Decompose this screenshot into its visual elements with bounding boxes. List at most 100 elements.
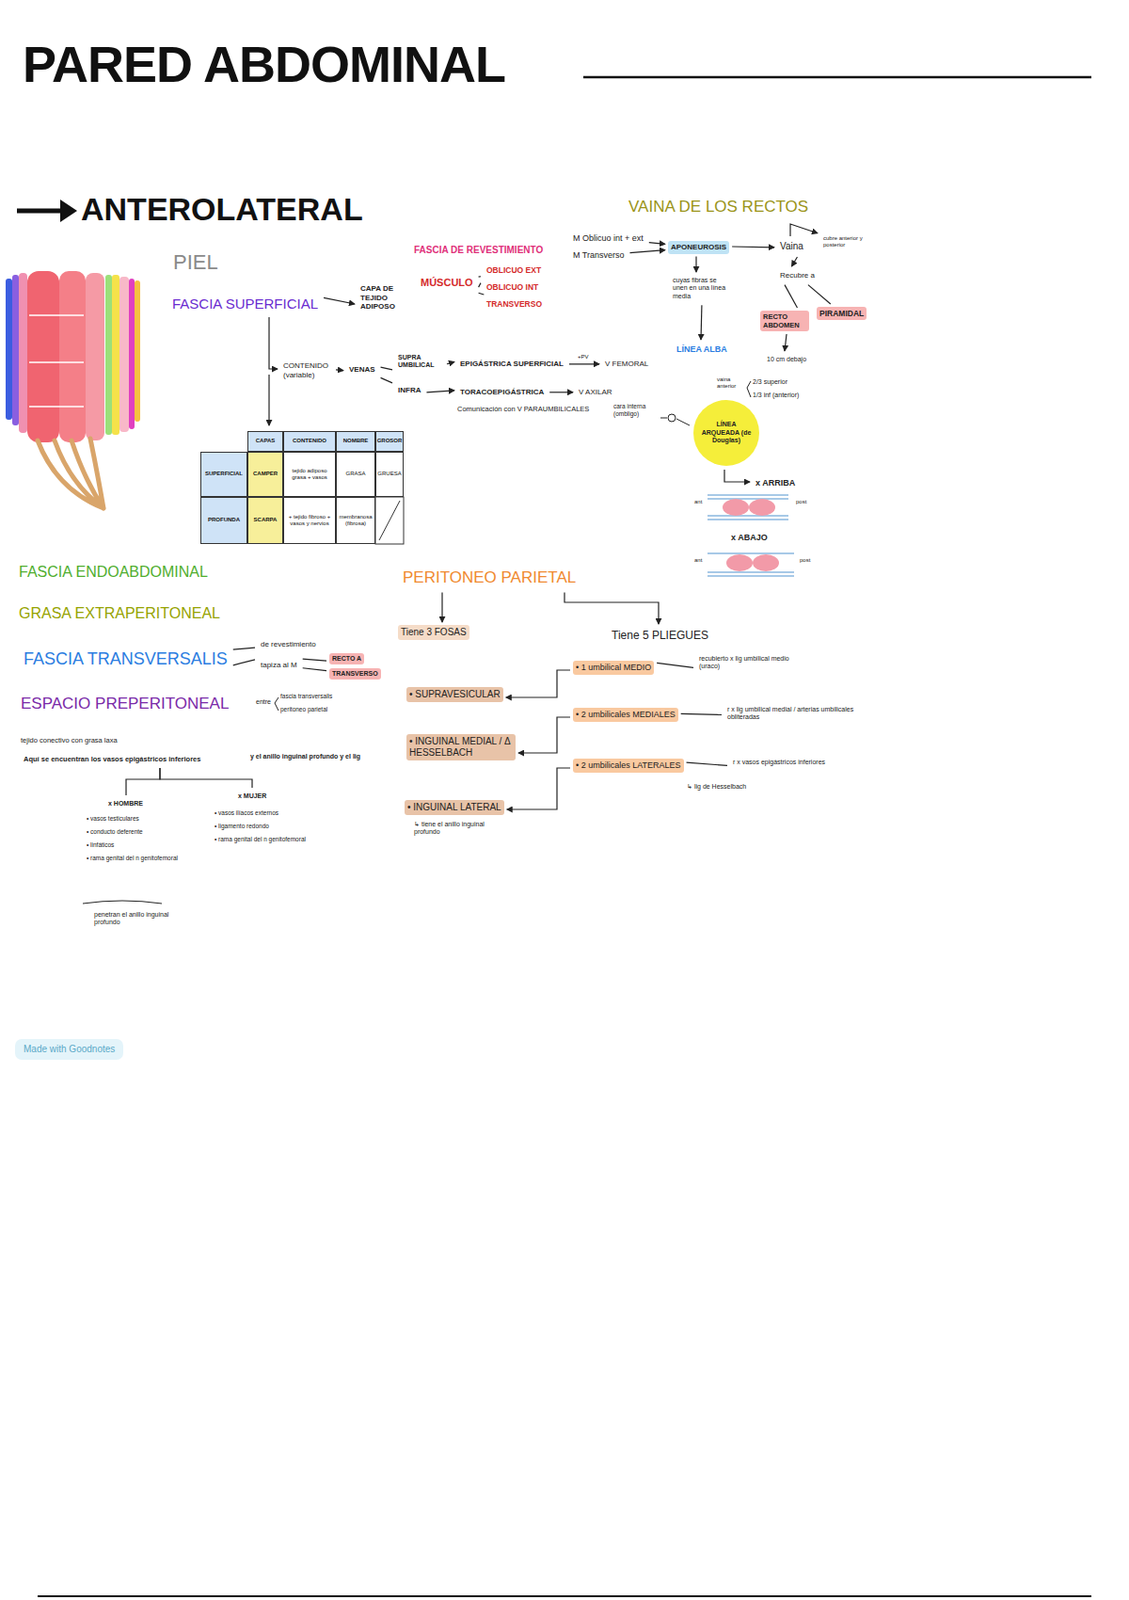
node-text: TORACOEPIGÁSTRICA <box>460 387 544 398</box>
table-cell: CAPAS <box>247 430 284 452</box>
concept-box: CAPA DE TEJIDO ADIPOSO <box>357 282 403 314</box>
concept-box: recubierto x lig umbilical medio (uraco) <box>696 652 806 673</box>
table-cell: GRASA <box>335 451 376 497</box>
concept-box: x ABAJO <box>728 530 771 545</box>
note-text: 2/3 superior <box>752 378 788 386</box>
concept-box: TORACOEPIGÁSTRICA <box>457 385 547 399</box>
concept-box: FASCIA SUPERFICIAL <box>169 293 321 315</box>
connector <box>681 713 722 715</box>
bracket <box>747 381 751 398</box>
navel-symbol <box>660 413 690 426</box>
bottom-rule <box>37 1594 1092 1597</box>
connector <box>381 366 393 370</box>
concept-box: RECTO A <box>329 652 365 665</box>
connector-label: +PV <box>577 353 589 361</box>
concept-box: tapiza al M <box>257 658 301 672</box>
node-text: LÍNEA ALBA <box>676 344 728 355</box>
connector <box>790 223 818 237</box>
node-text: FASCIA TRANSVERSALIS <box>23 649 228 670</box>
node-text: VENAS <box>349 365 376 375</box>
node-text: OBLICUO EXT <box>486 265 541 275</box>
concept-box: cuyas fibras se unen en una línea media <box>669 274 732 303</box>
connector <box>381 377 393 382</box>
table-arrow <box>268 374 270 426</box>
connector <box>791 256 797 267</box>
concept-box: LÍNEA ALBA <box>673 342 731 357</box>
sheath-section-above <box>707 494 789 520</box>
node-text: recubierto x lig umbilical medio (uraco) <box>699 654 803 671</box>
node-text: MÚSCULO <box>420 276 474 289</box>
drawn-stroke <box>60 199 78 223</box>
node-text: TRANSVERSO <box>486 299 542 309</box>
node-text: APONEUROSIS <box>670 242 727 253</box>
table-cell: CAMPER <box>247 451 284 497</box>
page-title: PARED ABDOMINAL <box>22 33 506 96</box>
concept-box: M Oblicuo int + ext <box>570 231 647 246</box>
note-text: • vasos ilíacos externos <box>214 809 279 817</box>
connector <box>518 716 571 753</box>
concept-box: CONTENIDO (variable) <box>280 359 334 382</box>
note-text: VAINA DE LOS RECTOS <box>628 197 809 217</box>
note-text: PIEL <box>173 250 219 275</box>
node-text: cubre anterior y posterior <box>823 235 865 249</box>
note-text: • ligamento redondo <box>214 822 270 830</box>
note-text: Comunicación con V PARAUMBILICALES <box>457 404 589 414</box>
note-text: ESPACIO PREPERITONEAL <box>20 694 229 714</box>
connector <box>441 591 443 622</box>
node-text: SUPRA UMBILICAL <box>397 353 442 370</box>
concept-box: VENAS <box>346 363 379 377</box>
note-text: • linfáticos <box>86 841 114 849</box>
note-text: GRASA EXTRAPERITONEAL <box>18 604 221 622</box>
drawn-shape <box>59 270 86 443</box>
table-empty-cell <box>375 496 404 544</box>
node-text: • INGUINAL LATERAL <box>407 801 502 813</box>
table-cell: CONTENIDO <box>283 430 336 452</box>
concept-box: x MUJER <box>235 790 270 802</box>
connector <box>649 242 666 245</box>
node-text: Tiene 5 PLIEGUES <box>611 628 709 642</box>
node-text: de revestimiento <box>260 639 317 650</box>
node-text: RECTO ABDOMEN <box>763 312 807 330</box>
node-text: CAPA DE TEJIDO ADIPOSO <box>360 284 400 312</box>
node-text: LÍNEA ARQUEADA (de Douglas) <box>699 420 753 445</box>
connector <box>731 245 775 248</box>
connector <box>699 304 702 340</box>
connector <box>269 317 278 369</box>
drawn-stroke <box>37 438 104 509</box>
bracket <box>274 697 279 711</box>
node-text: EPIGÁSTRICA SUPERFICIAL <box>460 359 564 369</box>
concept-circle: LÍNEA ARQUEADA (de Douglas) <box>692 398 761 467</box>
table-cell: GRUESA <box>375 451 404 497</box>
drawn-stroke <box>29 315 84 407</box>
table-cell: SCARPA <box>247 496 284 544</box>
concept-box: PERITONEO PARIETAL <box>399 566 579 589</box>
connector <box>549 391 573 393</box>
node-text: x MUJER <box>238 792 267 800</box>
connector <box>724 469 750 482</box>
connector <box>323 297 355 304</box>
concept-box: 10 cm debajo <box>763 353 810 366</box>
concept-box: r x vasos epigástricos inferiores <box>730 756 828 768</box>
note-text: y el anillo inguinal profundo y el lig <box>250 752 361 761</box>
connector <box>233 647 255 650</box>
connector <box>159 767 253 788</box>
node-text: M Oblicuo int + ext <box>572 233 644 244</box>
node-text: • 1 umbilical MEDIO <box>575 662 652 673</box>
connector <box>478 275 481 278</box>
note-text: peritoneo parietal <box>280 705 328 714</box>
note-text: • rama genital del n genitofemoral <box>86 854 178 862</box>
table-cell: GROSOR <box>375 430 404 452</box>
concept-box: INFRA <box>395 383 424 398</box>
note-text: post <box>795 498 807 506</box>
table-cell: membranosa (fibrosa) <box>335 496 376 544</box>
node-text: V FEMORAL <box>604 359 649 369</box>
connector <box>302 658 327 661</box>
drawn-shape <box>85 272 105 441</box>
concept-box: • SUPRAVESICULAR <box>406 686 504 702</box>
note-text: ANTEROLATERAL <box>80 190 364 229</box>
concept-box: FASCIA TRANSVERSALIS <box>20 647 231 672</box>
